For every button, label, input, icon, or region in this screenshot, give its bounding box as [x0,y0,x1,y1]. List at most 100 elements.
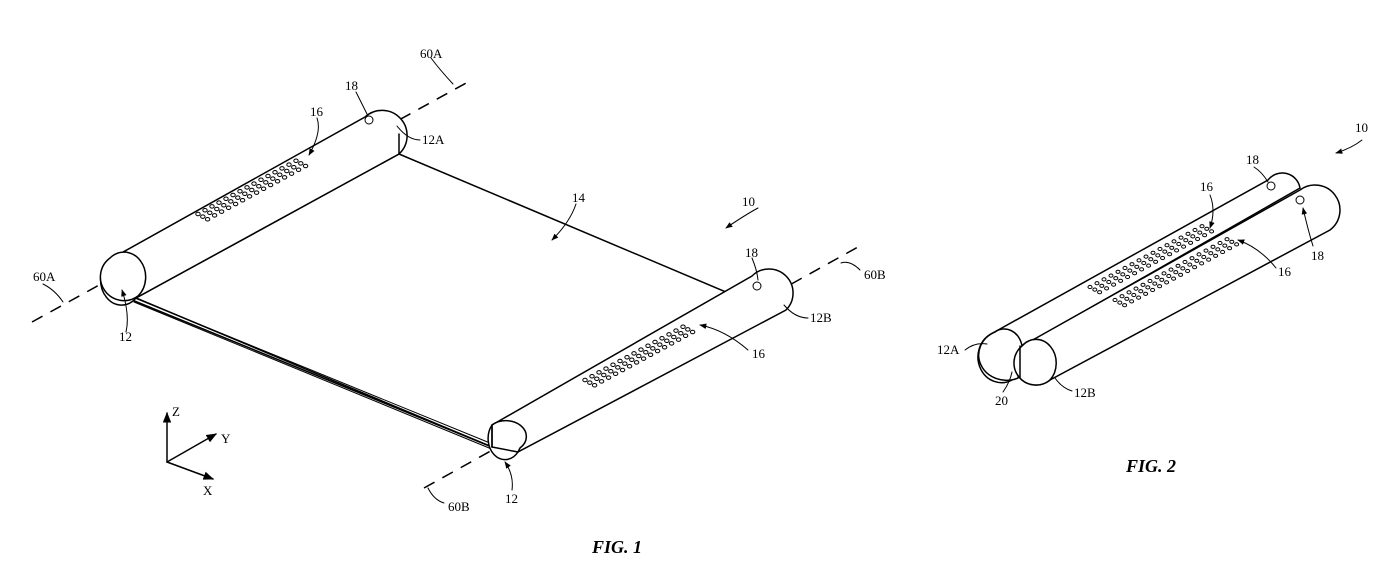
perforation-dot [631,351,637,356]
perforation-dot [1101,277,1107,282]
perforation-dot [601,372,607,378]
perforation-dot [612,371,619,377]
perforation-dot [1215,247,1221,252]
perforation-dot [1117,300,1123,305]
perforation-dot [232,201,239,207]
label-18-fig2-a: 18 [1246,152,1259,167]
perforation-dot [1178,272,1184,277]
perforation-dot [281,175,288,180]
perforation-dot [225,205,232,211]
perforation-dot [591,382,598,388]
perforation-dot [228,199,234,204]
perforation-dot [1160,255,1166,261]
perforations-16-fig2-a [1087,224,1215,295]
perforation-dot [671,334,677,340]
perforation-dot [1210,244,1216,249]
perforation-dot [610,362,616,368]
perforation-dot [619,367,626,373]
perforation-dot [1196,252,1202,257]
perforation-dot [673,328,679,333]
perforation-dot [652,339,658,345]
perforation-dot [1185,231,1191,236]
label-14: 14 [572,190,586,205]
label-18-b: 18 [745,245,758,260]
perforation-dot [1199,261,1205,266]
perforation-dot [1182,259,1188,265]
perforation-dot [209,204,215,209]
perforation-dot [1099,283,1105,288]
housing-12b [487,268,794,461]
perforation-dot [643,349,649,355]
perforation-dot [1129,262,1135,267]
perforation-dot [202,207,208,213]
perforation-dot [1206,257,1212,262]
perforation-dot [1108,273,1114,278]
perforation-dot [1176,241,1182,247]
port-18-fig2-b [1295,195,1305,205]
port-18-b [752,281,762,291]
label-16-b: 16 [752,346,766,361]
perforation-dot [1145,285,1151,290]
perforation-dot [1164,243,1170,248]
perforation-dot [249,187,255,193]
perforation-dot [260,186,267,192]
perforation-dot [603,366,609,371]
perforation-dot [1092,287,1098,292]
perforation-dot [1187,262,1193,267]
perforation-dot [1204,226,1210,231]
perforation-dot [657,342,663,347]
perforation-dot [230,192,236,198]
port-18-fig2-a [1266,181,1276,191]
axis-x-label: X [203,483,213,498]
perforation-dot [615,365,621,370]
perforation-dot [223,196,229,202]
perforation-dot [263,180,269,185]
perforation-dot [211,213,218,218]
perforation-dot [594,376,600,382]
perforation-dot [1183,238,1189,243]
perforation-dot [661,344,668,350]
perforation-dot [218,209,225,214]
perforation-dot [1234,242,1240,247]
perforation-dot [1126,290,1132,295]
perforation-dot [1181,244,1187,249]
perforation-dot [645,343,651,349]
label-12b-fig2: 12B [1074,385,1096,400]
perforation-dot [1153,259,1159,264]
perforation-dot [1166,273,1172,279]
perforation-dot [638,347,644,352]
leader-lines-fig2 [964,139,1363,393]
perforation-dot [1157,284,1163,289]
axis-z-label: Z [172,404,180,419]
perforation-dot [1189,256,1195,261]
perforation-dot [279,166,285,171]
perforation-dot [596,370,602,375]
figure-2: 10 18 16 18 16 12A 20 12B FIG. 2 [937,120,1368,476]
perforation-dot [685,327,691,332]
perforation-dot [295,167,302,173]
perforation-dot [1148,257,1154,262]
perforations-16-a [195,158,309,222]
perforation-dot [629,357,635,363]
figure-2-caption: FIG. 2 [1125,456,1176,476]
perforation-dot [678,330,684,336]
perforation-dot [1222,243,1228,248]
perforation-dot [204,216,211,222]
perforation-dot [598,379,605,384]
perforation-dot [1175,263,1181,268]
perforation-dot [246,194,253,199]
perforation-dot [650,346,656,351]
perforation-dot [216,200,222,205]
perforation-dot [1185,268,1191,274]
perforation-dot [1104,286,1110,291]
perforation-dot [239,197,246,203]
label-12a: 12A [422,132,445,147]
perforation-dot [1129,299,1135,304]
label-16-a: 16 [310,104,324,119]
perforation-dot [195,211,201,217]
perforation-dot [664,338,670,344]
label-12b: 12B [810,310,832,325]
perforation-dot [640,356,647,361]
label-18-fig2-b: 18 [1311,248,1324,263]
